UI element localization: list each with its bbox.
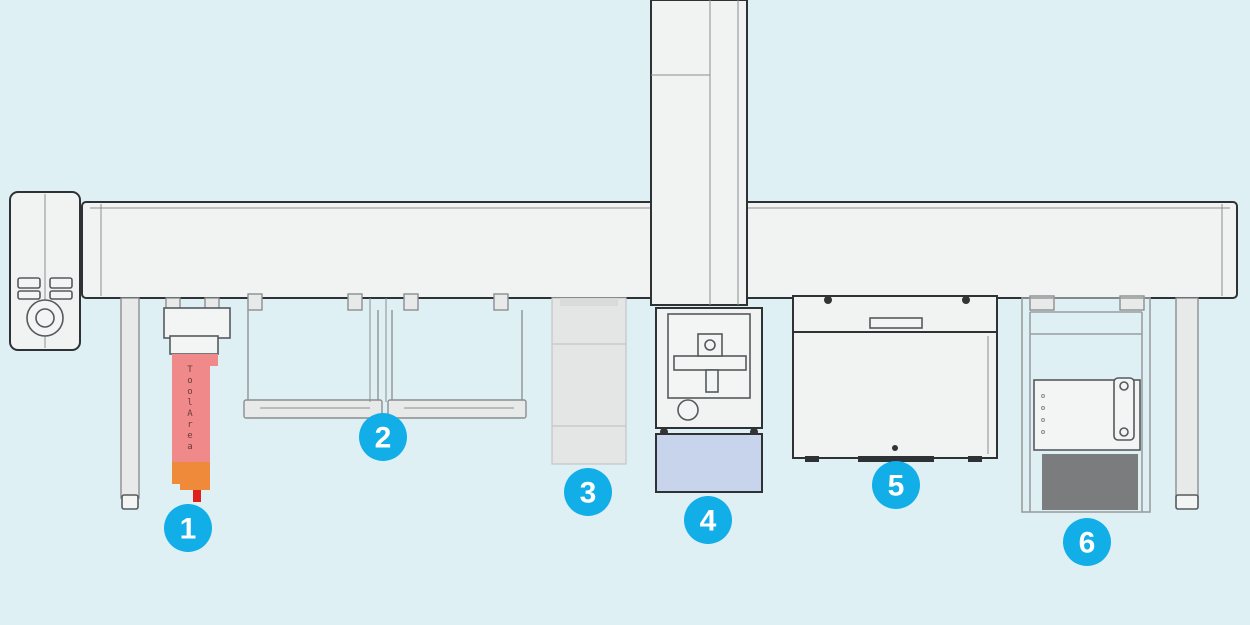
badge-3-number: 3	[580, 477, 597, 510]
tool-area-letter: T	[187, 365, 193, 375]
z-axis-column	[650, 0, 748, 306]
tool-area-letter: o	[187, 387, 192, 397]
tool-tip-shape	[172, 462, 210, 490]
station-badge-5: 5	[872, 461, 920, 509]
tool-area-letter: A	[187, 409, 193, 419]
vial-window	[655, 433, 763, 493]
station-badge-2: 2	[359, 413, 407, 461]
tool-area-shape	[170, 354, 218, 464]
tool-area-letter: o	[187, 376, 192, 386]
station-5-module	[792, 295, 998, 462]
tool-area-letter: a	[187, 442, 192, 452]
station-3-module	[551, 297, 627, 465]
badge-3-circle	[564, 468, 612, 516]
badge-2-number: 2	[375, 422, 392, 455]
station-4-head	[655, 307, 763, 493]
rack-dark-panel	[1042, 454, 1138, 510]
tool-area-letter: l	[187, 398, 192, 408]
badge-6-number: 6	[1079, 527, 1096, 560]
badge-5-circle	[872, 461, 920, 509]
station-2-trays	[243, 293, 527, 419]
tool-area-letter: e	[187, 431, 192, 441]
badge-4-number: 4	[700, 505, 717, 538]
badge-1-number: 1	[180, 513, 197, 546]
badge-1-circle	[164, 504, 212, 552]
station-badge-1: 1	[164, 504, 212, 552]
left-leg	[120, 297, 140, 510]
station-badge-6: 6	[1063, 518, 1111, 566]
controller-unit	[9, 191, 81, 351]
badge-4-circle	[684, 496, 732, 544]
badge-5-number: 5	[888, 470, 905, 503]
station-6-rack	[1021, 295, 1151, 513]
station-badge-3: 3	[564, 468, 612, 516]
tool-area-letter: r	[187, 420, 193, 430]
badge-2-circle	[359, 413, 407, 461]
right-leg	[1175, 297, 1199, 510]
badge-6-circle	[1063, 518, 1111, 566]
tool-end-shape	[193, 490, 201, 502]
station-badge-4: 4	[684, 496, 732, 544]
